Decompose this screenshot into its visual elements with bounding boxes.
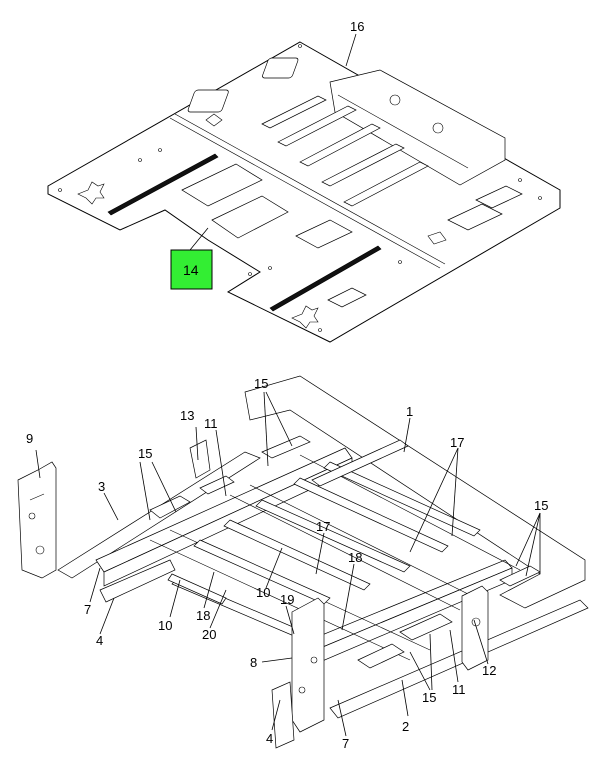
callout-2: 2 xyxy=(402,719,409,734)
callout-17-upper: 17 xyxy=(450,435,464,450)
callout-9: 9 xyxy=(26,431,33,446)
callout-11-top: 11 xyxy=(204,416,218,431)
callout-16: 16 xyxy=(350,19,364,34)
highlighted-part-14[interactable]: 14 xyxy=(170,249,213,290)
callouts: 16 14 1 2 3 4 4 7 7 8 9 10 10 11 11 12 1… xyxy=(26,19,548,751)
callout-8: 8 xyxy=(250,655,257,670)
frame-assembly xyxy=(17,375,589,749)
callout-19: 19 xyxy=(280,592,294,607)
callout-17-center: 17 xyxy=(316,519,330,534)
callout-20: 20 xyxy=(202,627,216,642)
callout-12: 12 xyxy=(482,663,496,678)
callout-15-left: 15 xyxy=(138,446,152,461)
callout-3: 3 xyxy=(98,479,105,494)
callout-13: 13 xyxy=(180,408,194,423)
highlight-box[interactable] xyxy=(170,249,213,290)
callout-10-left: 10 xyxy=(158,618,172,633)
callout-7-left: 7 xyxy=(84,602,91,617)
callout-4-left: 4 xyxy=(96,633,103,648)
callout-14[interactable]: 14 xyxy=(183,262,199,278)
leader-lines xyxy=(35,33,541,737)
callout-11-right: 11 xyxy=(452,682,466,697)
callout-18-center: 18 xyxy=(348,550,362,565)
callout-7-bottom: 7 xyxy=(342,736,349,751)
floor-panel xyxy=(47,41,561,343)
callout-15-right: 15 xyxy=(534,498,548,513)
callout-18-left: 18 xyxy=(196,608,210,623)
callout-4-bottom: 4 xyxy=(266,731,273,746)
callout-15-bottom: 15 xyxy=(422,690,436,705)
callout-15-top: 15 xyxy=(254,376,268,391)
callout-10-center: 10 xyxy=(256,585,270,600)
callout-1: 1 xyxy=(406,404,413,419)
